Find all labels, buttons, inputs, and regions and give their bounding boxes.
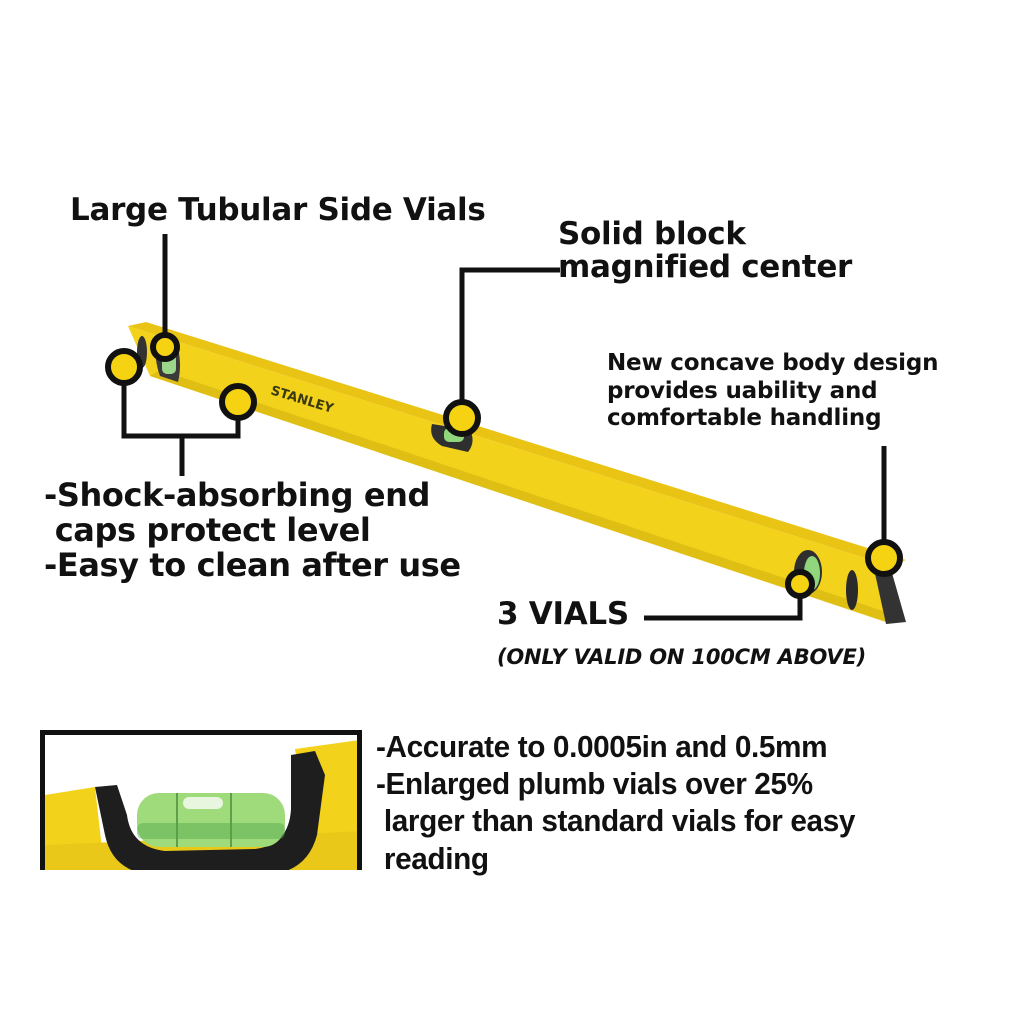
level-body xyxy=(128,326,890,622)
three-vials-line xyxy=(644,594,803,621)
callout-dot-center-vial xyxy=(443,399,481,437)
closeup-vial-bubble xyxy=(183,797,223,809)
concave-body-label: New concave body design provides uabilit… xyxy=(607,350,939,432)
callout-dot-left-end xyxy=(105,348,143,386)
three-vials-label: 3 VIALS xyxy=(497,596,629,632)
callout-lines xyxy=(121,234,887,621)
solid-block-line xyxy=(459,267,560,410)
closeup-vial-frame xyxy=(95,751,325,870)
three-vials-note: (ONLY VALID ON 100CM ABOVE) xyxy=(497,645,867,669)
closeup-vial-shade xyxy=(137,823,285,839)
level-top-face xyxy=(128,322,906,566)
right-end-slot xyxy=(846,570,858,610)
callout-dot-body xyxy=(219,383,257,421)
vial-closeup-illustration xyxy=(45,735,357,870)
tubular-vials-label: Large Tubular Side Vials xyxy=(70,192,486,228)
end-caps-label: -Shock-absorbing end caps protect level … xyxy=(44,476,461,585)
closeup-vial-glass xyxy=(137,793,285,847)
callout-dot-right-vial xyxy=(785,569,815,599)
accuracy-label: -Accurate to 0.0005in and 0.5mm -Enlarge… xyxy=(376,729,856,876)
vial-closeup-inset xyxy=(40,730,362,870)
level-body-shade xyxy=(150,370,886,622)
callout-dot-right-end xyxy=(865,539,903,577)
callout-dot-left-vial xyxy=(150,332,180,362)
solid-block-label: Solid block magnified center xyxy=(558,216,853,286)
